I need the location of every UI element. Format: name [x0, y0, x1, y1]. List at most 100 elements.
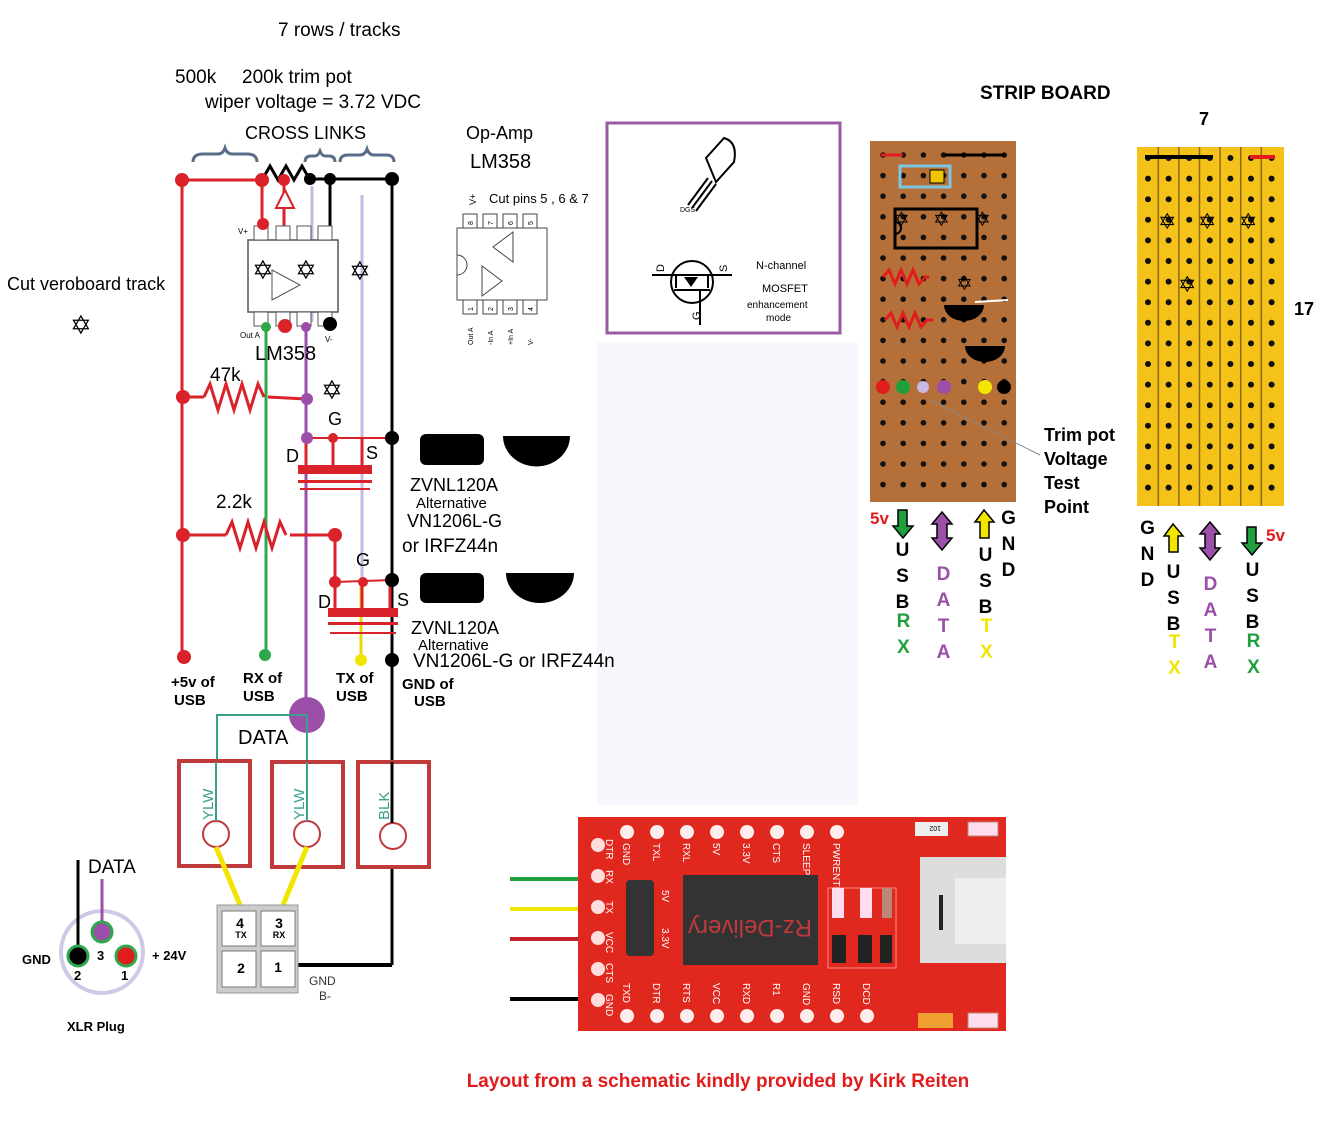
board-hole — [1145, 278, 1151, 285]
column-count-label: 7 — [1199, 109, 1209, 129]
svg-text:1: 1 — [121, 968, 128, 983]
board-hole — [1248, 443, 1254, 450]
board-hole — [981, 234, 987, 241]
svg-text:✡: ✡ — [1178, 272, 1196, 297]
board-hole — [1145, 422, 1151, 429]
board-hole — [961, 214, 967, 220]
pot-500k-label: 500k — [175, 67, 217, 88]
board-hole — [981, 337, 987, 344]
svg-text:XLR Plug: XLR Plug — [67, 1019, 125, 1034]
pinout-bottom-pin: 2 — [488, 307, 495, 311]
pinout-top-pin: 6 — [508, 221, 515, 225]
board-hole — [1248, 484, 1254, 491]
board-hole — [900, 234, 906, 241]
xlr-plug: 3 2 1 GND + 24V XLR Plug DATA — [22, 857, 187, 1034]
ftdi-bottom-pin-label: DTR — [650, 983, 661, 1004]
board-hole — [900, 172, 906, 179]
svg-text:DGS: DGS — [680, 207, 696, 214]
board-hole — [1145, 484, 1151, 491]
ftdi-bottom-pin-label: RTS — [680, 983, 691, 1003]
board-hole — [1206, 278, 1213, 285]
ftdi-pad — [591, 962, 605, 976]
board-hole — [961, 440, 967, 447]
board-hole — [1165, 464, 1172, 470]
board-hole — [1268, 196, 1275, 203]
svg-text:G: G — [691, 311, 703, 320]
board-hole — [1227, 196, 1234, 203]
board-hole — [1206, 196, 1213, 203]
board-hole — [940, 481, 947, 488]
board-hole — [880, 358, 886, 364]
board-hole — [981, 481, 987, 488]
board-hole — [1268, 216, 1275, 223]
resistor-47k-label: 47k — [210, 365, 241, 386]
svg-text:+5v of: +5v of — [171, 674, 216, 691]
svg-text:VN1206L-G or IRFZ44n: VN1206L-G or IRFZ44n — [413, 651, 615, 672]
svg-text:✡: ✡ — [349, 256, 371, 286]
board-hole — [1248, 361, 1254, 367]
cross-links-label: CROSS LINKS — [245, 123, 366, 143]
svg-text:✡: ✡ — [1198, 209, 1216, 234]
ftdi-pad — [591, 993, 605, 1007]
svg-text:RX: RX — [273, 930, 286, 940]
board-hole — [981, 193, 987, 199]
board-hole — [1227, 175, 1234, 182]
row-count-label: 17 — [1294, 299, 1314, 319]
svg-text:✡: ✡ — [252, 255, 274, 285]
svg-text:✡: ✡ — [1158, 209, 1176, 234]
board-hole — [1186, 443, 1193, 450]
brown-tx-label-bottom: TX — [976, 616, 997, 668]
svg-text:USB: USB — [336, 688, 368, 705]
svg-text:YLW: YLW — [291, 788, 308, 820]
op-amp-label: Op-Amp — [466, 123, 533, 143]
board-hole — [1165, 361, 1172, 367]
ftdi-pad — [740, 825, 754, 839]
ftdi-pad — [800, 1009, 814, 1023]
board-hole — [1001, 337, 1007, 344]
board-hole — [1227, 278, 1234, 285]
svg-text:BLK: BLK — [376, 792, 393, 820]
svg-text:✡: ✡ — [956, 273, 973, 295]
board-hole — [1001, 275, 1007, 282]
board-hole — [1165, 381, 1172, 388]
svg-text:5v: 5v — [870, 509, 889, 528]
ftdi-left-pin-label: RX — [603, 870, 614, 884]
board-hole — [1268, 443, 1275, 450]
yellow-data-label: DATA — [1200, 574, 1221, 678]
ftdi-bottom-pin-label: GND — [800, 983, 811, 1005]
svg-text:USB: USB — [243, 688, 275, 705]
svg-text:Test: Test — [1044, 473, 1080, 493]
svg-text:DATA: DATA — [88, 857, 136, 878]
board-hole — [940, 337, 947, 344]
board-hole — [900, 214, 906, 220]
board-hole — [1227, 381, 1234, 388]
board-hole — [1268, 278, 1275, 285]
board-hole — [1186, 216, 1193, 223]
board-hole — [900, 296, 906, 303]
board-hole — [1001, 317, 1007, 323]
board-hole — [961, 358, 967, 364]
board-hole — [1145, 402, 1151, 409]
svg-text:mode: mode — [766, 313, 791, 324]
board-hole — [961, 420, 967, 426]
svg-text:D: D — [318, 592, 331, 612]
board-hole — [1248, 381, 1254, 388]
svg-text:TX of: TX of — [336, 670, 374, 687]
board-hole — [1001, 358, 1007, 364]
svg-text:3: 3 — [275, 915, 283, 931]
board-hole — [1206, 422, 1213, 429]
board-hole — [880, 440, 886, 447]
board-hole — [1165, 237, 1172, 244]
rx-arrow-icon-2 — [1240, 526, 1264, 557]
board-hole — [940, 317, 947, 323]
svg-text:Point: Point — [1044, 497, 1089, 517]
board-hole — [1145, 258, 1151, 264]
board-hole — [900, 461, 906, 467]
board-hole — [1248, 299, 1254, 306]
svg-text:1: 1 — [274, 959, 282, 975]
svg-text:Cut pins 5 , 6 & 7: Cut pins 5 , 6 & 7 — [489, 191, 589, 206]
board-hole — [1227, 340, 1234, 347]
board-hole — [1227, 216, 1234, 223]
